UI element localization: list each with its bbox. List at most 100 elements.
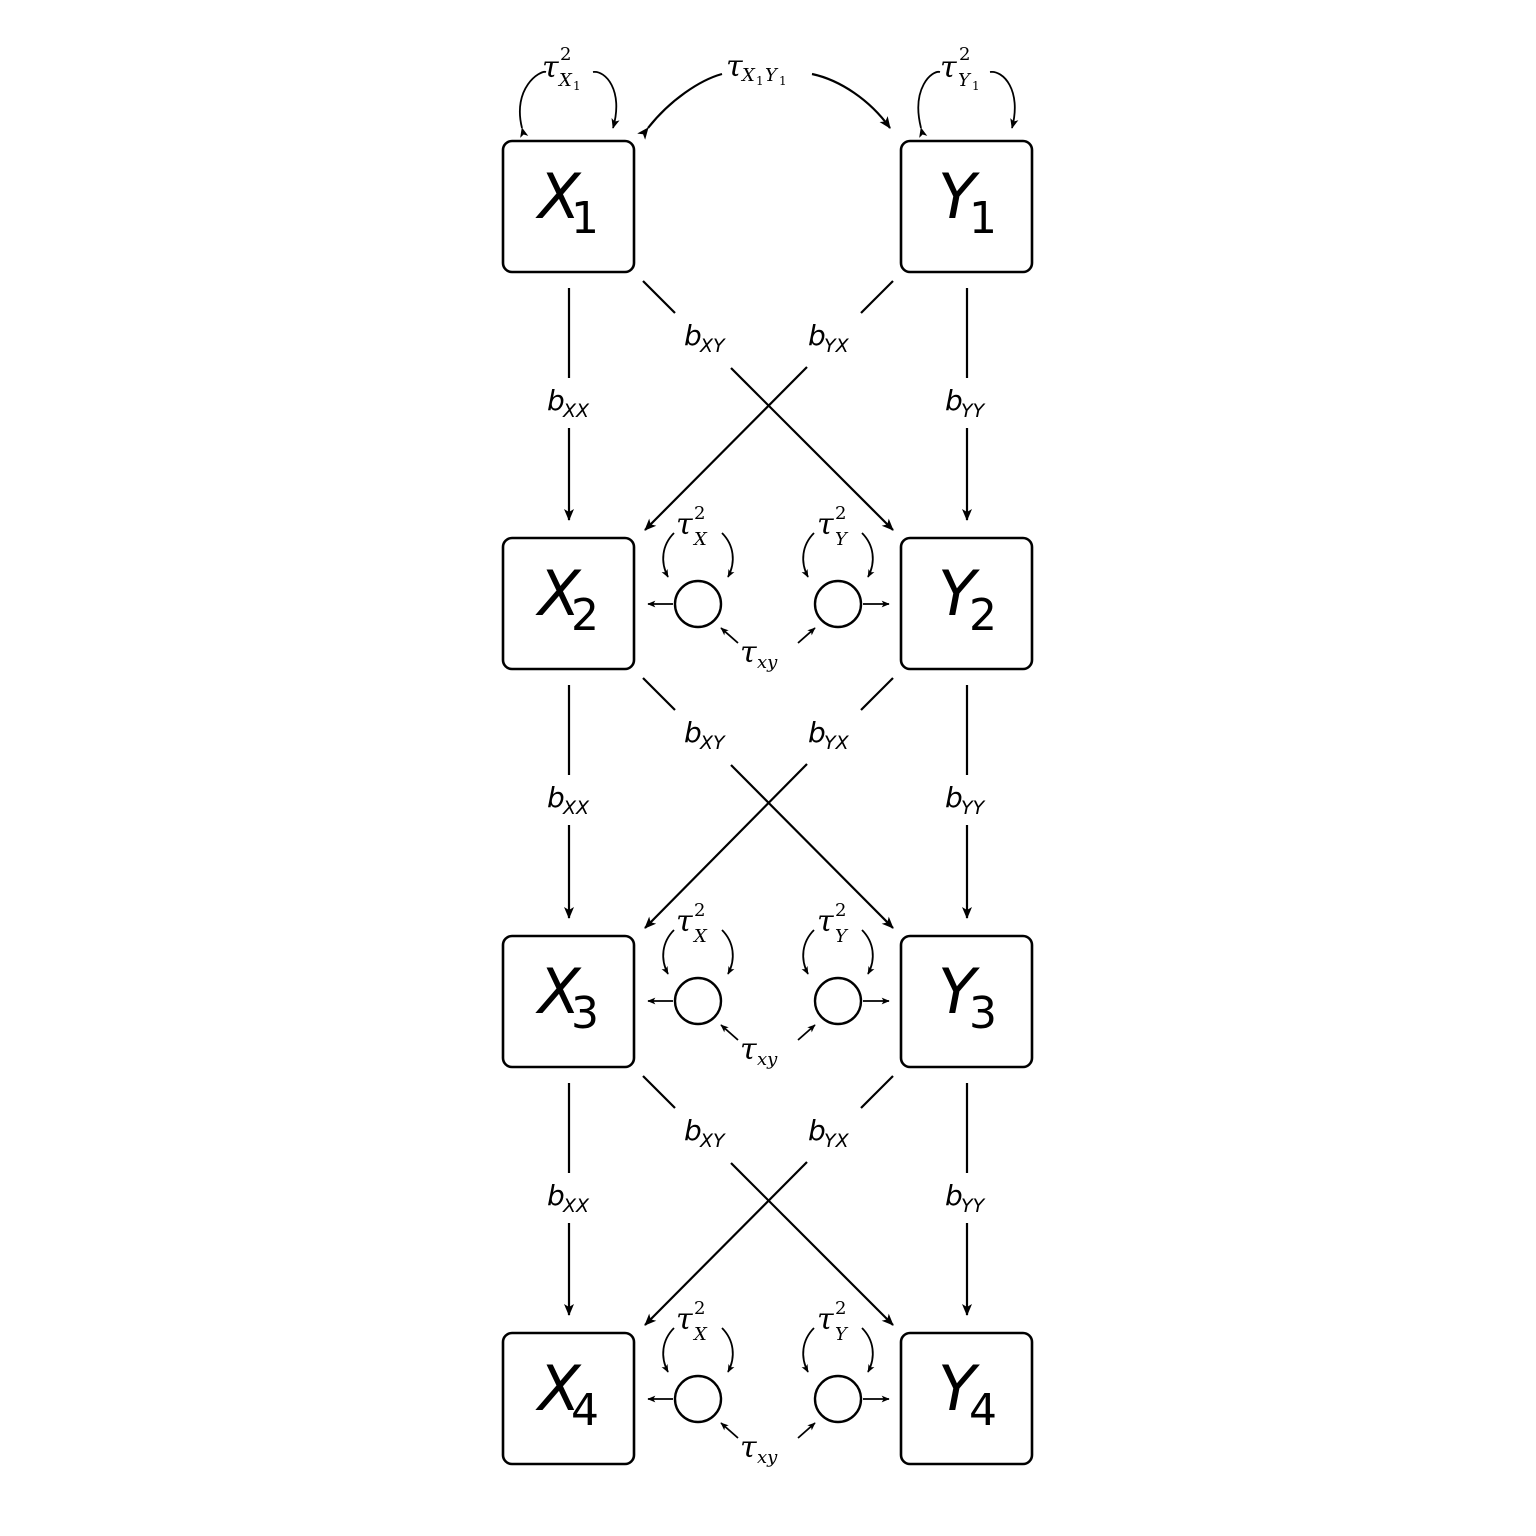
svg-text:τ: τ [740,1032,757,1067]
svg-text:τ: τ [817,1302,834,1337]
svg-text:Y: Y [938,557,980,630]
variance-arc-y1 [918,71,1014,128]
residual-x-circle [673,1374,723,1424]
svg-text:X: X [692,529,708,550]
svg-text:XX: XX [562,1195,590,1217]
svg-text:b: b [547,781,565,814]
svg-text:τ: τ [726,49,743,84]
tau-x1y1-label: τ X 1 Y 1 [726,49,787,88]
tau-y-squared-label: τ 2 Y [817,1298,849,1345]
svg-text:4: 4 [969,1385,997,1436]
residual-x-circle [673,579,723,629]
svg-text:τ: τ [676,904,693,939]
svg-text:Y: Y [835,529,849,550]
svg-text:2: 2 [835,503,846,524]
svg-text:XY: XY [699,1130,726,1152]
svg-text:b: b [547,1179,565,1212]
svg-text:X: X [692,926,708,947]
svg-text:XX: XX [562,400,590,422]
svg-text:1: 1 [969,193,997,244]
svg-text:YY: YY [961,400,986,422]
svg-text:τ: τ [940,50,957,85]
svg-text:4: 4 [571,1385,599,1436]
svg-text:X: X [740,65,756,86]
svg-text:YY: YY [961,797,986,819]
path-bxy-3-4: b XY [642,1075,894,1326]
svg-text:b: b [684,1114,702,1147]
svg-text:2: 2 [571,590,599,641]
svg-text:X: X [535,160,582,233]
svg-text:b: b [945,1179,963,1212]
tau-xy-label: τ xy [740,1032,778,1070]
svg-text:xy: xy [757,1447,778,1468]
residual-block-wave-4: τ 2 X τ 2 Y τ xy [647,1298,890,1468]
svg-text:YX: YX [824,732,850,754]
residual-y-circle [813,976,863,1026]
tau-y-squared-label: τ 2 Y [817,900,849,947]
svg-text:b: b [684,716,702,749]
svg-text:YX: YX [824,335,850,357]
residual-y-circle [813,1374,863,1424]
path-byy-2-3: b YY [945,685,986,919]
svg-text:b: b [684,319,702,352]
svg-text:2: 2 [835,1298,846,1319]
path-bxx-2-3: b XX [547,685,590,919]
node-x1: X 1 [501,139,636,274]
svg-text:b: b [808,1114,826,1147]
path-byy-1-2: b YY [945,288,986,521]
svg-text:τ: τ [817,507,834,542]
node-y3: Y 3 [899,934,1034,1069]
svg-text:XY: XY [699,732,726,754]
node-y1: Y 1 [899,139,1034,274]
residual-block-wave-2: τ 2 X τ 2 Y τ xy [647,503,890,673]
svg-text:Y: Y [958,70,972,91]
svg-text:xy: xy [757,1049,778,1070]
svg-text:X: X [535,1352,582,1425]
svg-text:b: b [808,319,826,352]
node-x3: X 3 [501,934,636,1069]
node-x4: X 4 [501,1331,636,1466]
node-y4: Y 4 [899,1331,1034,1466]
svg-text:2: 2 [969,590,997,641]
svg-text:2: 2 [694,503,705,524]
svg-text:1: 1 [756,74,764,88]
svg-text:1: 1 [571,193,599,244]
tau-x-squared-label: τ 2 X [676,503,708,550]
tau-y-squared-label: τ 2 Y [817,503,849,550]
residual-block-wave-3: τ 2 X τ 2 Y τ xy [647,900,890,1070]
svg-text:YX: YX [824,1130,850,1152]
svg-text:3: 3 [571,988,599,1039]
tau-x-squared-label: τ 2 X [676,900,708,947]
covariance-arc-x1-y1 [648,72,890,128]
svg-text:2: 2 [835,900,846,921]
svg-text:b: b [808,716,826,749]
svg-text:Y: Y [938,160,980,233]
svg-text:b: b [547,384,565,417]
svg-text:τ: τ [542,50,559,85]
path-bxy-1-2: b XY [642,280,894,531]
variance-arc-x1 [520,71,616,128]
tau-xy-label: τ xy [740,635,778,673]
path-bxx-1-2: b XX [547,288,590,521]
path-bxx-3-4: b XX [547,1083,590,1316]
path-bxy-2-3: b XY [642,677,894,929]
svg-text:xy: xy [757,652,778,673]
path-byy-3-4: b YY [945,1083,986,1316]
tau-x-squared-label: τ 2 X [676,1298,708,1345]
svg-text:Y: Y [938,1352,980,1425]
svg-text:b: b [945,781,963,814]
svg-text:X: X [535,557,582,630]
residual-x-circle [673,976,723,1026]
node-y2: Y 2 [899,536,1034,671]
svg-text:Y: Y [938,955,980,1028]
path-byx-3-4: b YX [644,1075,894,1326]
svg-text:3: 3 [969,988,997,1039]
svg-text:τ: τ [676,507,693,542]
svg-text:YY: YY [961,1195,986,1217]
tau-y1-squared-label: τ 2 Y 1 [940,44,980,93]
svg-text:X: X [535,955,582,1028]
svg-text:1: 1 [573,79,581,93]
svg-text:XY: XY [699,335,726,357]
svg-text:2: 2 [694,900,705,921]
